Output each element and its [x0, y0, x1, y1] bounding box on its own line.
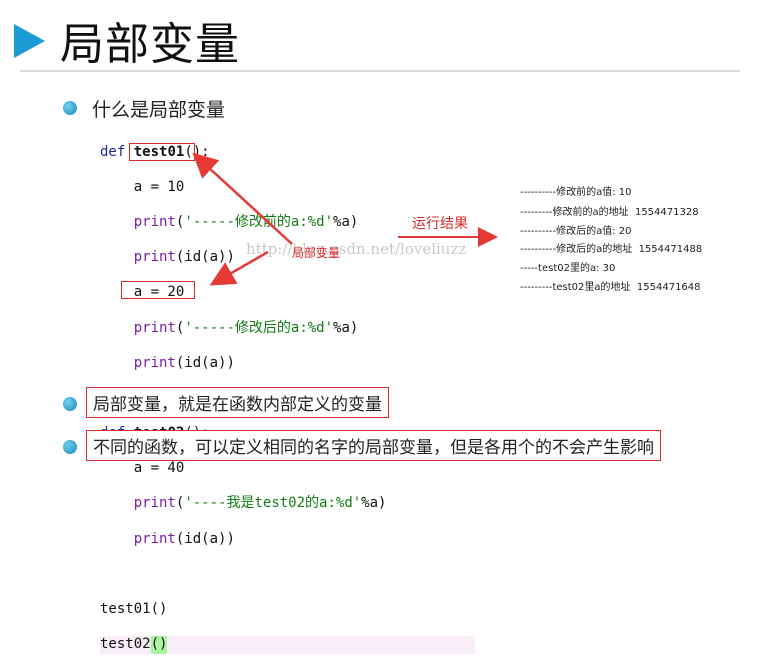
code-line: a = 40 [100, 460, 475, 478]
code-text: %a) [361, 495, 387, 512]
watermark: http://blog.csdn.net/loveliuzz [246, 240, 467, 258]
code-string: '----我是test02的a:%d' [184, 495, 362, 512]
code-line: print(id(a)) [100, 249, 475, 267]
bullet-different-functions: 不同的函数，可以定义相同的名字的局部变量，但是各用个的不会产生影响 [86, 430, 661, 461]
code-text: test02 [100, 636, 151, 653]
page-title: 局部变量 [60, 19, 240, 70]
code-builtin: print [133, 249, 176, 266]
code-line: test01() [100, 601, 475, 619]
code-builtin: print [133, 319, 176, 336]
code-line: print('-----修改前的a:%d'%a) [133, 213, 359, 230]
local-variable-label: 局部变量 [292, 246, 341, 260]
arrow-to-a10 [192, 152, 293, 245]
bullet-dot-icon [63, 101, 77, 115]
code-builtin: print [133, 495, 176, 512]
run-result-label: 运行结果 [412, 216, 468, 232]
bullet-dot-icon [63, 440, 77, 454]
bullet-dot-icon [63, 397, 77, 411]
code-line: print('----我是test02的a:%d'%a) [133, 495, 387, 512]
code-builtin: print [133, 354, 176, 371]
code-text: test01() [100, 601, 168, 618]
code-text: a = 40 [133, 460, 185, 477]
code-text: (id(a)) [175, 354, 235, 371]
code-text: %a) [333, 319, 359, 336]
annotation-arrows [192, 152, 498, 286]
code-line: a = 10 [100, 179, 475, 197]
code-func-name: test01 [133, 143, 185, 160]
code-text: a = 20 [133, 284, 185, 301]
code-cursor: () [150, 636, 168, 654]
title-divider [20, 70, 740, 72]
code-text: (id(a)) [175, 249, 235, 266]
code-builtin: print [133, 530, 176, 547]
arrow-to-a40 [209, 250, 269, 286]
output-line: ----------修改后的a的地址 1554471488 [520, 244, 703, 255]
code-text: %a) [333, 213, 359, 230]
highlight-box-a10 [129, 143, 195, 161]
code-line: def test01(): [100, 144, 475, 162]
code-line: print(id(a)) [100, 531, 475, 549]
output-line: ---------test02里a的地址 1554471648 [520, 282, 701, 293]
code-text: (id(a)) [175, 530, 235, 547]
code-text: a = 10 [133, 178, 185, 195]
code-line: a = 20 [100, 284, 475, 302]
code-line: print('-----修改后的a:%d'%a) [133, 319, 359, 336]
output-line: ---------修改前的a的地址 1554471328 [520, 207, 699, 218]
bullet-definition: 局部变量，就是在函数内部定义的变量 [86, 387, 389, 418]
code-keyword: def [100, 143, 126, 160]
code-line: test02() [100, 636, 475, 654]
bullet-what-is-local: 什么是局部变量 [92, 99, 226, 121]
code-string: '-----修改前的a:%d' [184, 213, 334, 230]
title-triangle-icon [14, 24, 45, 58]
output-line: ----------修改后的a值: 20 [520, 226, 632, 237]
code-builtin: print [133, 213, 176, 230]
code-line [100, 566, 475, 584]
code-string: '-----修改后的a:%d' [184, 319, 334, 336]
highlight-box-a40 [121, 281, 195, 299]
code-line: print(id(a)) [100, 355, 475, 373]
output-line: -----test02里的a: 30 [520, 263, 616, 274]
output-line: ----------修改前的a值: 10 [520, 187, 632, 198]
